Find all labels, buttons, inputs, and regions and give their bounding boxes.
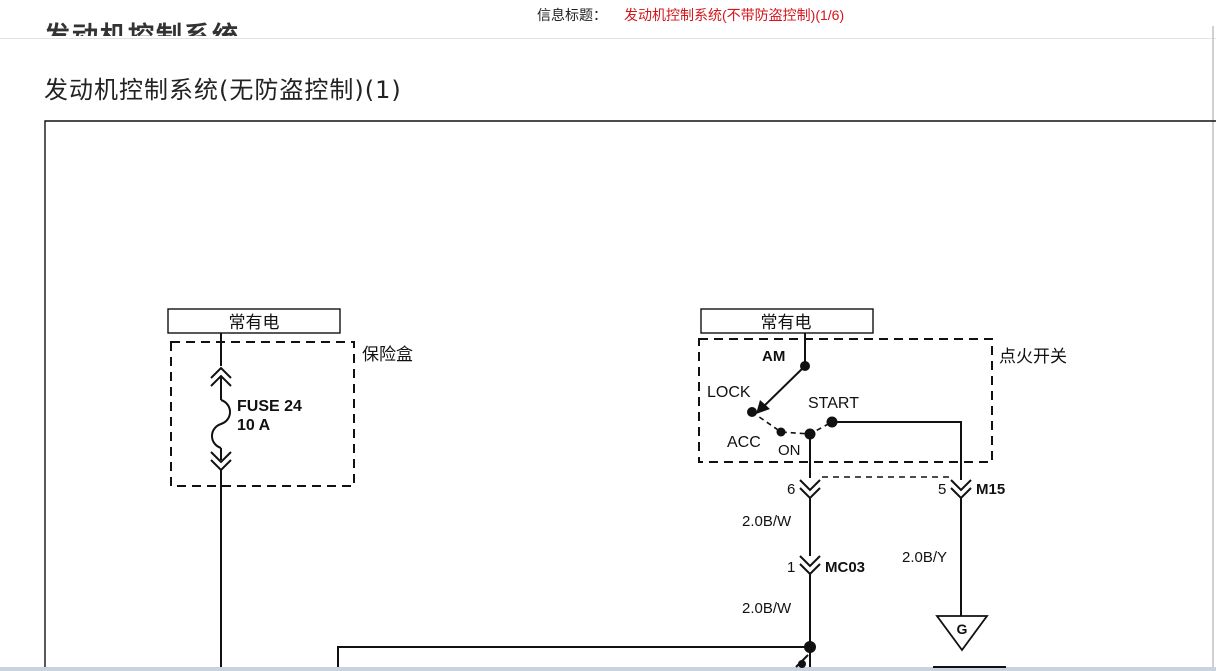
connector-icon [799,479,821,500]
info-bar: 信息标题： 发动机控制系统(不带防盗控制)(1/6) [0,0,1216,26]
terminal-lock: LOCK [707,384,751,401]
bus-wire [337,646,810,667]
fuse-box-label: 保险盒 [362,345,413,365]
switch-tie-bar [751,411,833,435]
branch-wire [795,654,809,668]
diagram-frame [44,120,1216,667]
switch-arm [761,365,806,409]
m15-name: M15 [976,481,1005,498]
connector-icon [799,555,821,576]
fuse-power-label-box [167,308,341,334]
fuse-box-outline [170,341,355,487]
switch-arm-arrowhead [756,400,770,414]
right-scrollbar-edge [1212,26,1214,671]
bottom-scrollbar-edge [0,667,1216,671]
cut-off-heading-text: 发动机控制系统 [44,22,240,36]
m15-pin-start: 5 [938,481,946,498]
fuse-power-label: 常有电 [229,313,280,333]
cut-off-heading: 发动机控制系统 [44,8,284,36]
fuse-rating: 10 A [237,417,271,434]
ignition-power-label-box [700,308,874,334]
fuse-box: 常有电 保险盒 FUSE 24 10 A [167,308,413,667]
terminal-am: AM [762,348,785,365]
terminal-acc: ACC [727,434,761,451]
ignition-switch: 常有电 点火开关 AM LOCK START ACC ON [698,308,1067,480]
mc03-pin: 1 [787,559,795,576]
page-title: 发动机控制系统(无防盗控制)(1) [44,76,402,104]
mc03-name: MC03 [825,559,865,576]
top-divider [0,38,1216,39]
m15-pin-on: 6 [787,481,795,498]
switch-contact-icon [776,427,786,437]
ignition-switch-label: 点火开关 [999,347,1067,367]
fuse-name: FUSE 24 [237,398,302,415]
connector-mc03: 1 MC03 [787,555,865,576]
terminal-on: ON [778,442,801,459]
connector-icon [950,479,972,500]
fuse-icon [211,399,231,449]
wire-label-on-lower: 2.0B/W [742,600,792,617]
info-title-value[interactable]: 发动机控制系统(不带防盗控制)(1/6) [624,7,845,23]
ignition-power-label: 常有电 [761,313,812,333]
ground-symbol: G [957,621,968,637]
ground-icon: G [935,615,989,652]
connector-m15: 6 5 M15 [787,476,1005,500]
wire-label-on-upper: 2.0B/W [742,513,792,530]
ignition-switch-outline [698,338,993,463]
terminal-start: START [808,395,859,412]
info-title-label: 信息标题： [537,7,607,23]
start-wire [832,421,962,480]
wire-label-start: 2.0B/Y [902,549,947,566]
